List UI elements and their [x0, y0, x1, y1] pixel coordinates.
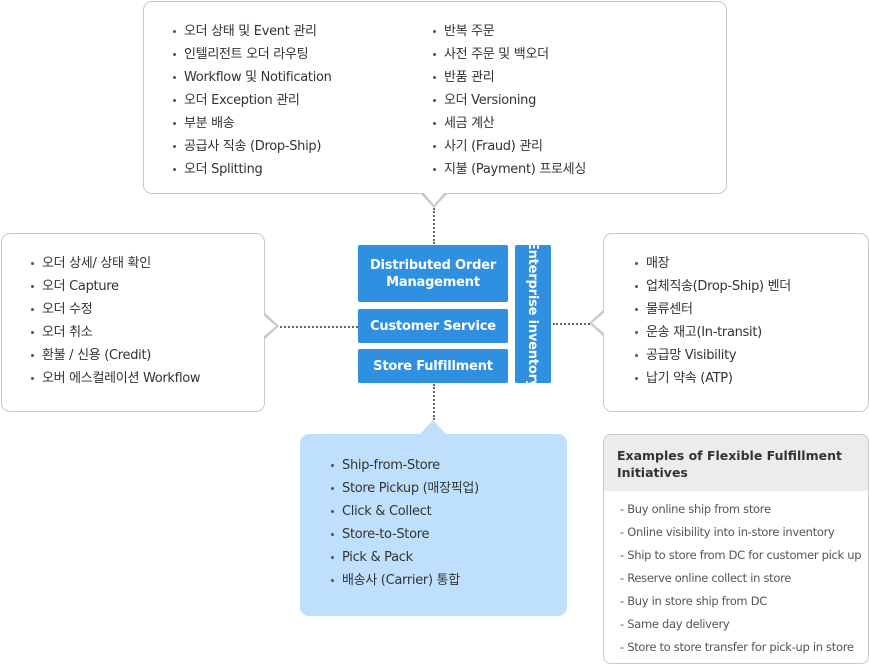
examples-list: Buy online ship from store Online visibi…	[604, 491, 868, 659]
list-item: 사전 주문 및 백오더	[432, 43, 586, 66]
list-item: 사기 (Fraud) 관리	[432, 135, 586, 158]
dom-label-line2: Management	[386, 274, 480, 290]
list-item: Store-to-Store	[330, 523, 479, 546]
list-item: Store to store transfer for pick-up in s…	[620, 636, 868, 659]
top-right-list: 반복 주문 사전 주문 및 백오더 반품 관리 오더 Versioning 세금…	[432, 20, 586, 181]
right-callout: 매장 업체직송(Drop-Ship) 벤더 물류센터 운송 재고(In-tran…	[603, 233, 869, 412]
list-item: 공급망 Visibility	[634, 344, 791, 367]
list-item: Buy in store ship from DC	[620, 590, 868, 613]
bottom-callout-pointer	[420, 420, 446, 434]
list-item: 오더 취소	[30, 321, 200, 344]
store-fulfillment-box: Store Fulfillment	[358, 349, 508, 383]
list-item: 지불 (Payment) 프로세싱	[432, 158, 586, 181]
enterprise-inventory-box: Enterprise inventory	[515, 240, 551, 388]
list-item: 배송사 (Carrier) 통합	[330, 569, 479, 592]
connector-left	[280, 326, 358, 328]
bottom-callout: Ship-from-Store Store Pickup (매장픽업) Clic…	[300, 434, 567, 616]
list-item: 오더 수정	[30, 298, 200, 321]
list-item: 오더 Exception 관리	[172, 89, 332, 112]
right-list: 매장 업체직송(Drop-Ship) 벤더 물류센터 운송 재고(In-tran…	[634, 252, 791, 390]
list-item: 업체직송(Drop-Ship) 벤더	[634, 275, 791, 298]
left-callout: 오더 상세/ 상태 확인 오더 Capture 오더 수정 오더 취소 환불 /…	[1, 233, 265, 412]
list-item: Click & Collect	[330, 500, 479, 523]
list-item: 오더 상태 및 Event 관리	[172, 20, 332, 43]
examples-title: Examples of Flexible Fulfillment Initiat…	[604, 435, 868, 491]
dom-label-line1: Distributed Order	[369, 257, 497, 273]
list-item: Ship-from-Store	[330, 454, 479, 477]
list-item: 반복 주문	[432, 20, 586, 43]
left-callout-pointer-fill	[263, 315, 276, 337]
enterprise-inventory-label: Enterprise inventory	[525, 240, 541, 388]
list-item: Online visibility into in-store inventor…	[620, 521, 868, 544]
list-item: Buy online ship from store	[620, 498, 868, 521]
right-callout-pointer-fill	[592, 312, 605, 334]
distributed-order-management-box: Distributed Order Management	[358, 245, 508, 302]
connector-top	[433, 208, 435, 244]
list-item: 인텔리전트 오더 라우팅	[172, 43, 332, 66]
top-callout-pointer-fill	[423, 192, 445, 205]
list-item: 운송 재고(In-transit)	[634, 321, 791, 344]
list-item: 물류센터	[634, 298, 791, 321]
list-item: 오더 Versioning	[432, 89, 586, 112]
list-item: 환불 / 신용 (Credit)	[30, 344, 200, 367]
connector-bottom	[433, 384, 435, 420]
top-callout: 오더 상태 및 Event 관리 인텔리전트 오더 라우팅 Workflow 및…	[143, 1, 727, 194]
connector-right	[553, 323, 590, 325]
list-item: 부분 배송	[172, 112, 332, 135]
list-item: Same day delivery	[620, 613, 868, 636]
list-item: 오더 상세/ 상태 확인	[30, 252, 200, 275]
list-item: Store Pickup (매장픽업)	[330, 477, 479, 500]
list-item: 반품 관리	[432, 66, 586, 89]
list-item: 매장	[634, 252, 791, 275]
list-item: Reserve online collect in store	[620, 567, 868, 590]
examples-panel: Examples of Flexible Fulfillment Initiat…	[603, 434, 869, 664]
bottom-list: Ship-from-Store Store Pickup (매장픽업) Clic…	[330, 454, 479, 592]
list-item: Ship to store from DC for customer pick …	[620, 544, 868, 567]
list-item: 오더 Capture	[30, 275, 200, 298]
store-fulfillment-label: Store Fulfillment	[373, 358, 493, 374]
left-list: 오더 상세/ 상태 확인 오더 Capture 오더 수정 오더 취소 환불 /…	[30, 252, 201, 390]
list-item: Pick & Pack	[330, 546, 479, 569]
list-item: 오더 Splitting	[172, 158, 332, 181]
customer-service-label: Customer Service	[370, 318, 496, 334]
customer-service-box: Customer Service	[358, 309, 508, 343]
list-item: 오버 에스컬레이션 Workflow	[30, 367, 201, 390]
list-item: Workflow 및 Notification	[172, 66, 332, 89]
top-left-list: 오더 상태 및 Event 관리 인텔리전트 오더 라우팅 Workflow 및…	[172, 20, 332, 181]
list-item: 세금 계산	[432, 112, 586, 135]
list-item: 납기 약속 (ATP)	[634, 367, 791, 390]
list-item: 공급사 직송 (Drop-Ship)	[172, 135, 332, 158]
